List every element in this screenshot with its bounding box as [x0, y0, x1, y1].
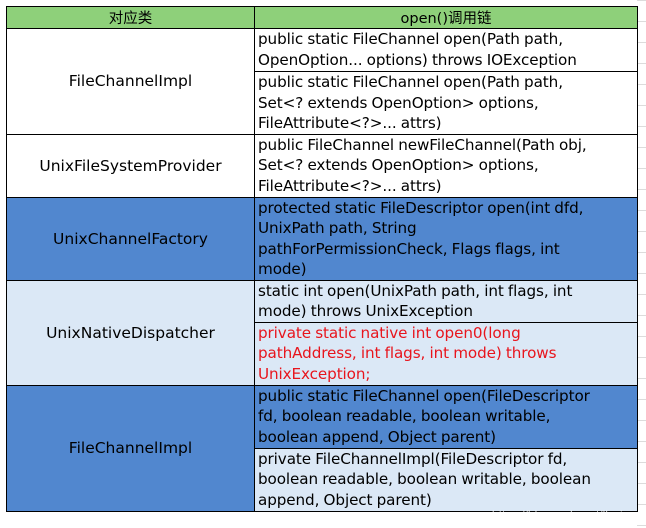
- method-cell: public static FileChannel open(Path path…: [254, 71, 638, 135]
- table-row: FileChannelImpl public static FileChanne…: [6, 28, 638, 135]
- method-cell: public static FileChannel open(Path path…: [254, 28, 638, 72]
- watermark: https://blog.csdn.net/llyzing: [491, 508, 636, 522]
- table-row: public static FileChannel open(Path path…: [7, 71, 638, 135]
- method-cell: static int open(UnixPath path, int flags…: [254, 279, 638, 323]
- header-class-column: 对应类: [6, 6, 255, 29]
- method-cell: public static FileChannel open(FileDescr…: [254, 384, 638, 449]
- table-row: UnixFileSystemProvider public FileChanne…: [6, 133, 638, 198]
- class-cell: UnixFileSystemProvider: [6, 133, 255, 198]
- class-cell: FileChannelImpl: [6, 28, 255, 135]
- class-cell: UnixNativeDispatcher: [6, 279, 255, 386]
- table-row: FileChannelImpl public static FileChanne…: [6, 384, 638, 512]
- method-cell: private FileChannelImpl(FileDescriptor f…: [254, 447, 638, 512]
- header-call-chain-column: open()调用链: [254, 6, 638, 29]
- header-row: 对应类 open()调用链: [6, 6, 638, 29]
- spreadsheet-grid-background: [637, 0, 646, 528]
- table-row: UnixChannelFactory protected static File…: [6, 196, 638, 281]
- method-cell: protected static FileDescriptor open(int…: [254, 196, 638, 281]
- method-cell: public FileChannel newFileChannel(Path o…: [254, 133, 638, 198]
- method-cell-native-highlight: private static native int open0(long pat…: [254, 321, 638, 386]
- open-call-chain-table: 对应类 open()调用链 FileChannelImpl public sta…: [6, 6, 638, 512]
- table-row: private static native int open0(long pat…: [7, 321, 638, 386]
- class-cell: UnixChannelFactory: [6, 196, 255, 281]
- class-cell: FileChannelImpl: [6, 384, 255, 512]
- table-row: UnixNativeDispatcher static int open(Uni…: [6, 279, 638, 386]
- table-row: private FileChannelImpl(FileDescriptor f…: [7, 447, 638, 512]
